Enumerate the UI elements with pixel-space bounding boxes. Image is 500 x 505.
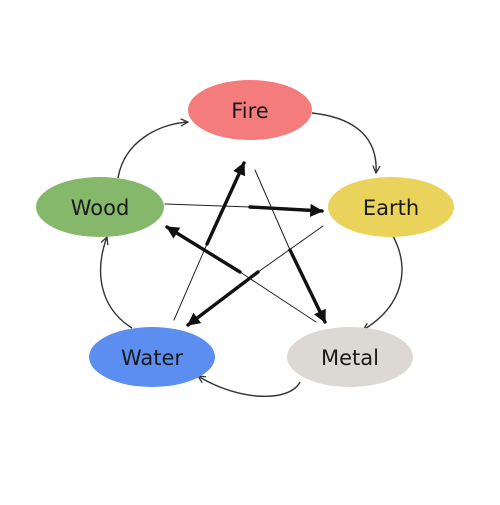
node-fire: Fire <box>188 80 312 140</box>
earth-ellipse <box>328 177 454 237</box>
arrow-wood-to-earth <box>248 203 324 217</box>
arrow-water-to-wood <box>99 237 133 329</box>
node-metal: Metal <box>287 327 413 387</box>
arrow-fire-to-metal-tail <box>254 169 291 251</box>
arrow-water-to-fire-tail <box>173 243 208 321</box>
water-ellipse <box>89 327 215 387</box>
controlling-cycle <box>164 161 327 327</box>
arrow-earth-to-metal <box>363 235 403 330</box>
arrow-metal-to-wood <box>165 225 242 274</box>
arrow-fire-to-metal <box>288 248 327 324</box>
arrow-metal-to-water <box>198 376 301 397</box>
node-wood: Wood <box>36 177 164 237</box>
arrow-wood-to-earth-tail <box>164 203 251 208</box>
arrow-earth-to-water <box>186 270 260 327</box>
water-label: Water <box>121 346 183 370</box>
earth-label: Earth <box>363 196 419 220</box>
fire-label: Fire <box>231 99 268 123</box>
wood-ellipse <box>36 177 164 237</box>
arrow-water-to-fire <box>205 161 246 246</box>
node-earth: Earth <box>328 177 454 237</box>
node-water: Water <box>89 327 215 387</box>
fire-ellipse <box>188 80 312 140</box>
wood-label: Wood <box>71 196 130 220</box>
arrow-metal-to-wood-tail <box>239 271 317 323</box>
arrow-wood-to-fire <box>117 122 188 179</box>
generating-cycle <box>99 112 403 397</box>
metal-ellipse <box>287 327 413 387</box>
arrow-fire-to-earth <box>311 112 376 173</box>
metal-label: Metal <box>321 346 379 370</box>
